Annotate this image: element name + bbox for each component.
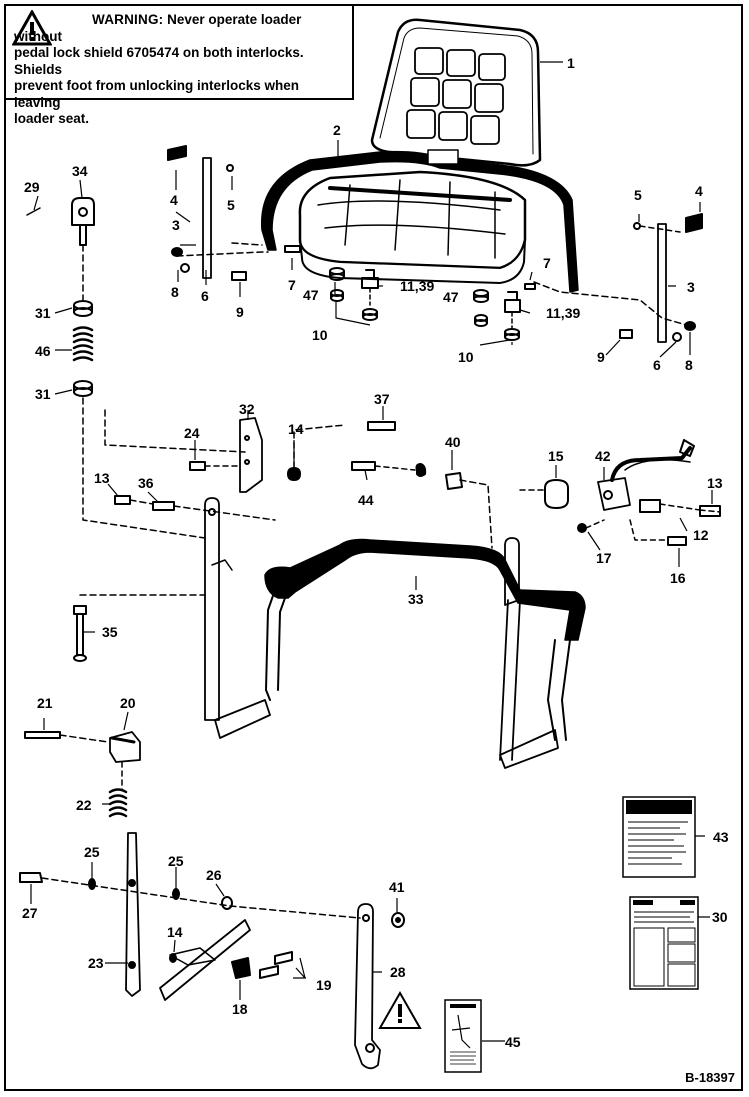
- callout-8-left: 8: [171, 284, 179, 300]
- callout-33: 33: [408, 591, 424, 607]
- seat-bar: [261, 150, 579, 293]
- callout-41: 41: [389, 879, 405, 895]
- callout-26: 26: [206, 867, 222, 883]
- callout-16: 16: [670, 570, 686, 586]
- callout-18: 18: [232, 1001, 248, 1017]
- callout-8-right: 8: [685, 357, 693, 373]
- callout-9-left: 9: [236, 304, 244, 320]
- callout-13-left: 13: [94, 470, 110, 486]
- pedal-linkage: [19, 731, 361, 997]
- callout-7-right: 7: [543, 255, 551, 271]
- callout-31-upper: 31: [35, 305, 51, 321]
- lap-bar-upright-left: [204, 497, 233, 721]
- warning-triangle-icon: [12, 10, 52, 46]
- callout-19: 19: [316, 977, 332, 993]
- bolts-13-36: [114, 495, 276, 521]
- warning-box: WARNING: Never operate loader without pe…: [4, 4, 354, 126]
- pedal-shield: [159, 919, 293, 1001]
- callout-22: 22: [76, 797, 92, 813]
- callout-12: 12: [693, 527, 709, 543]
- callout-4-right: 4: [695, 183, 703, 199]
- seat-hardware-left: [329, 267, 379, 321]
- callout-42: 42: [595, 448, 611, 464]
- callout-11-39-left: 11,39: [400, 278, 434, 294]
- warning-line-1: Never operate loader without: [14, 12, 302, 44]
- callout-13-right: 13: [707, 475, 723, 491]
- seat-back: [370, 18, 542, 167]
- callout-21: 21: [37, 695, 53, 711]
- figure-id: B-18397: [685, 1070, 735, 1085]
- callout-34: 34: [72, 163, 88, 179]
- callout-3-left: 3: [172, 217, 180, 233]
- callout-labels: 1 2 3 3 4 4 5 5 6 6 7 7 8 8 9 9 10 10 11…: [22, 55, 729, 1050]
- long-bolt: [73, 594, 206, 662]
- callout-17: 17: [596, 550, 612, 566]
- seat-cushion: [298, 170, 527, 284]
- callout-9-right: 9: [597, 349, 605, 365]
- warning-text: WARNING: Never operate loader without pe…: [14, 12, 349, 128]
- warning-triangle-decal-icon: [378, 990, 422, 1029]
- right-seat-bracket: [524, 213, 703, 343]
- callout-1: 1: [567, 55, 575, 71]
- callout-24: 24: [184, 425, 200, 441]
- callout-44: 44: [358, 492, 374, 508]
- callout-5-right: 5: [634, 187, 642, 203]
- warning-line-2: pedal lock shield 6705474 on both interl…: [14, 45, 304, 77]
- callout-10-left: 10: [312, 327, 328, 343]
- callout-30: 30: [712, 909, 728, 925]
- callout-5-left: 5: [227, 197, 235, 213]
- callout-3-right: 3: [687, 279, 695, 295]
- warning-heading: WARNING:: [92, 12, 164, 27]
- callout-15: 15: [548, 448, 564, 464]
- callout-7-left: 7: [288, 277, 296, 293]
- warning-line-4: loader seat.: [14, 111, 90, 126]
- callout-37: 37: [374, 391, 390, 407]
- lap-bar-upright-right: [499, 537, 521, 761]
- callout-46: 46: [35, 343, 51, 359]
- callout-47-right: 47: [443, 289, 459, 305]
- callout-25-left: 25: [84, 844, 100, 860]
- left-seat-bracket: [167, 145, 301, 281]
- operator-manual-icon: [629, 896, 699, 990]
- right-pedal-link: [354, 903, 405, 1070]
- callout-14-upper: 14: [288, 421, 304, 437]
- callout-6-right: 6: [653, 357, 661, 373]
- callout-36: 36: [138, 475, 154, 491]
- callout-45: 45: [505, 1034, 521, 1050]
- callout-25-right: 25: [168, 853, 184, 869]
- callout-43: 43: [713, 829, 729, 845]
- left-linkage-rod: [26, 197, 246, 539]
- callout-35: 35: [102, 624, 118, 640]
- switch-hardware: [351, 439, 721, 549]
- callout-20: 20: [120, 695, 136, 711]
- callout-29: 29: [24, 179, 40, 195]
- callout-32: 32: [239, 401, 255, 417]
- callout-31-lower: 31: [35, 386, 51, 402]
- callout-11-39-right: 11,39: [546, 305, 580, 321]
- callout-2: 2: [333, 122, 341, 138]
- warning-line-3: prevent foot from unlocking interlocks w…: [14, 78, 300, 110]
- callout-14-lower: 14: [167, 924, 183, 940]
- callout-28: 28: [390, 964, 406, 980]
- lap-bar: [214, 538, 586, 769]
- callout-27: 27: [22, 905, 38, 921]
- warning-decal-icon: [622, 796, 696, 878]
- callout-40: 40: [445, 434, 461, 450]
- callout-23: 23: [88, 955, 104, 971]
- callout-6-left: 6: [201, 288, 209, 304]
- callout-47-left: 47: [303, 287, 319, 303]
- seat-hardware-right: [473, 289, 521, 341]
- leader-lines: [30, 61, 713, 1042]
- callout-4-left: 4: [170, 192, 178, 208]
- diagram-frame: [4, 4, 743, 1091]
- safety-decal-icon: [444, 999, 482, 1073]
- callout-10-right: 10: [458, 349, 474, 365]
